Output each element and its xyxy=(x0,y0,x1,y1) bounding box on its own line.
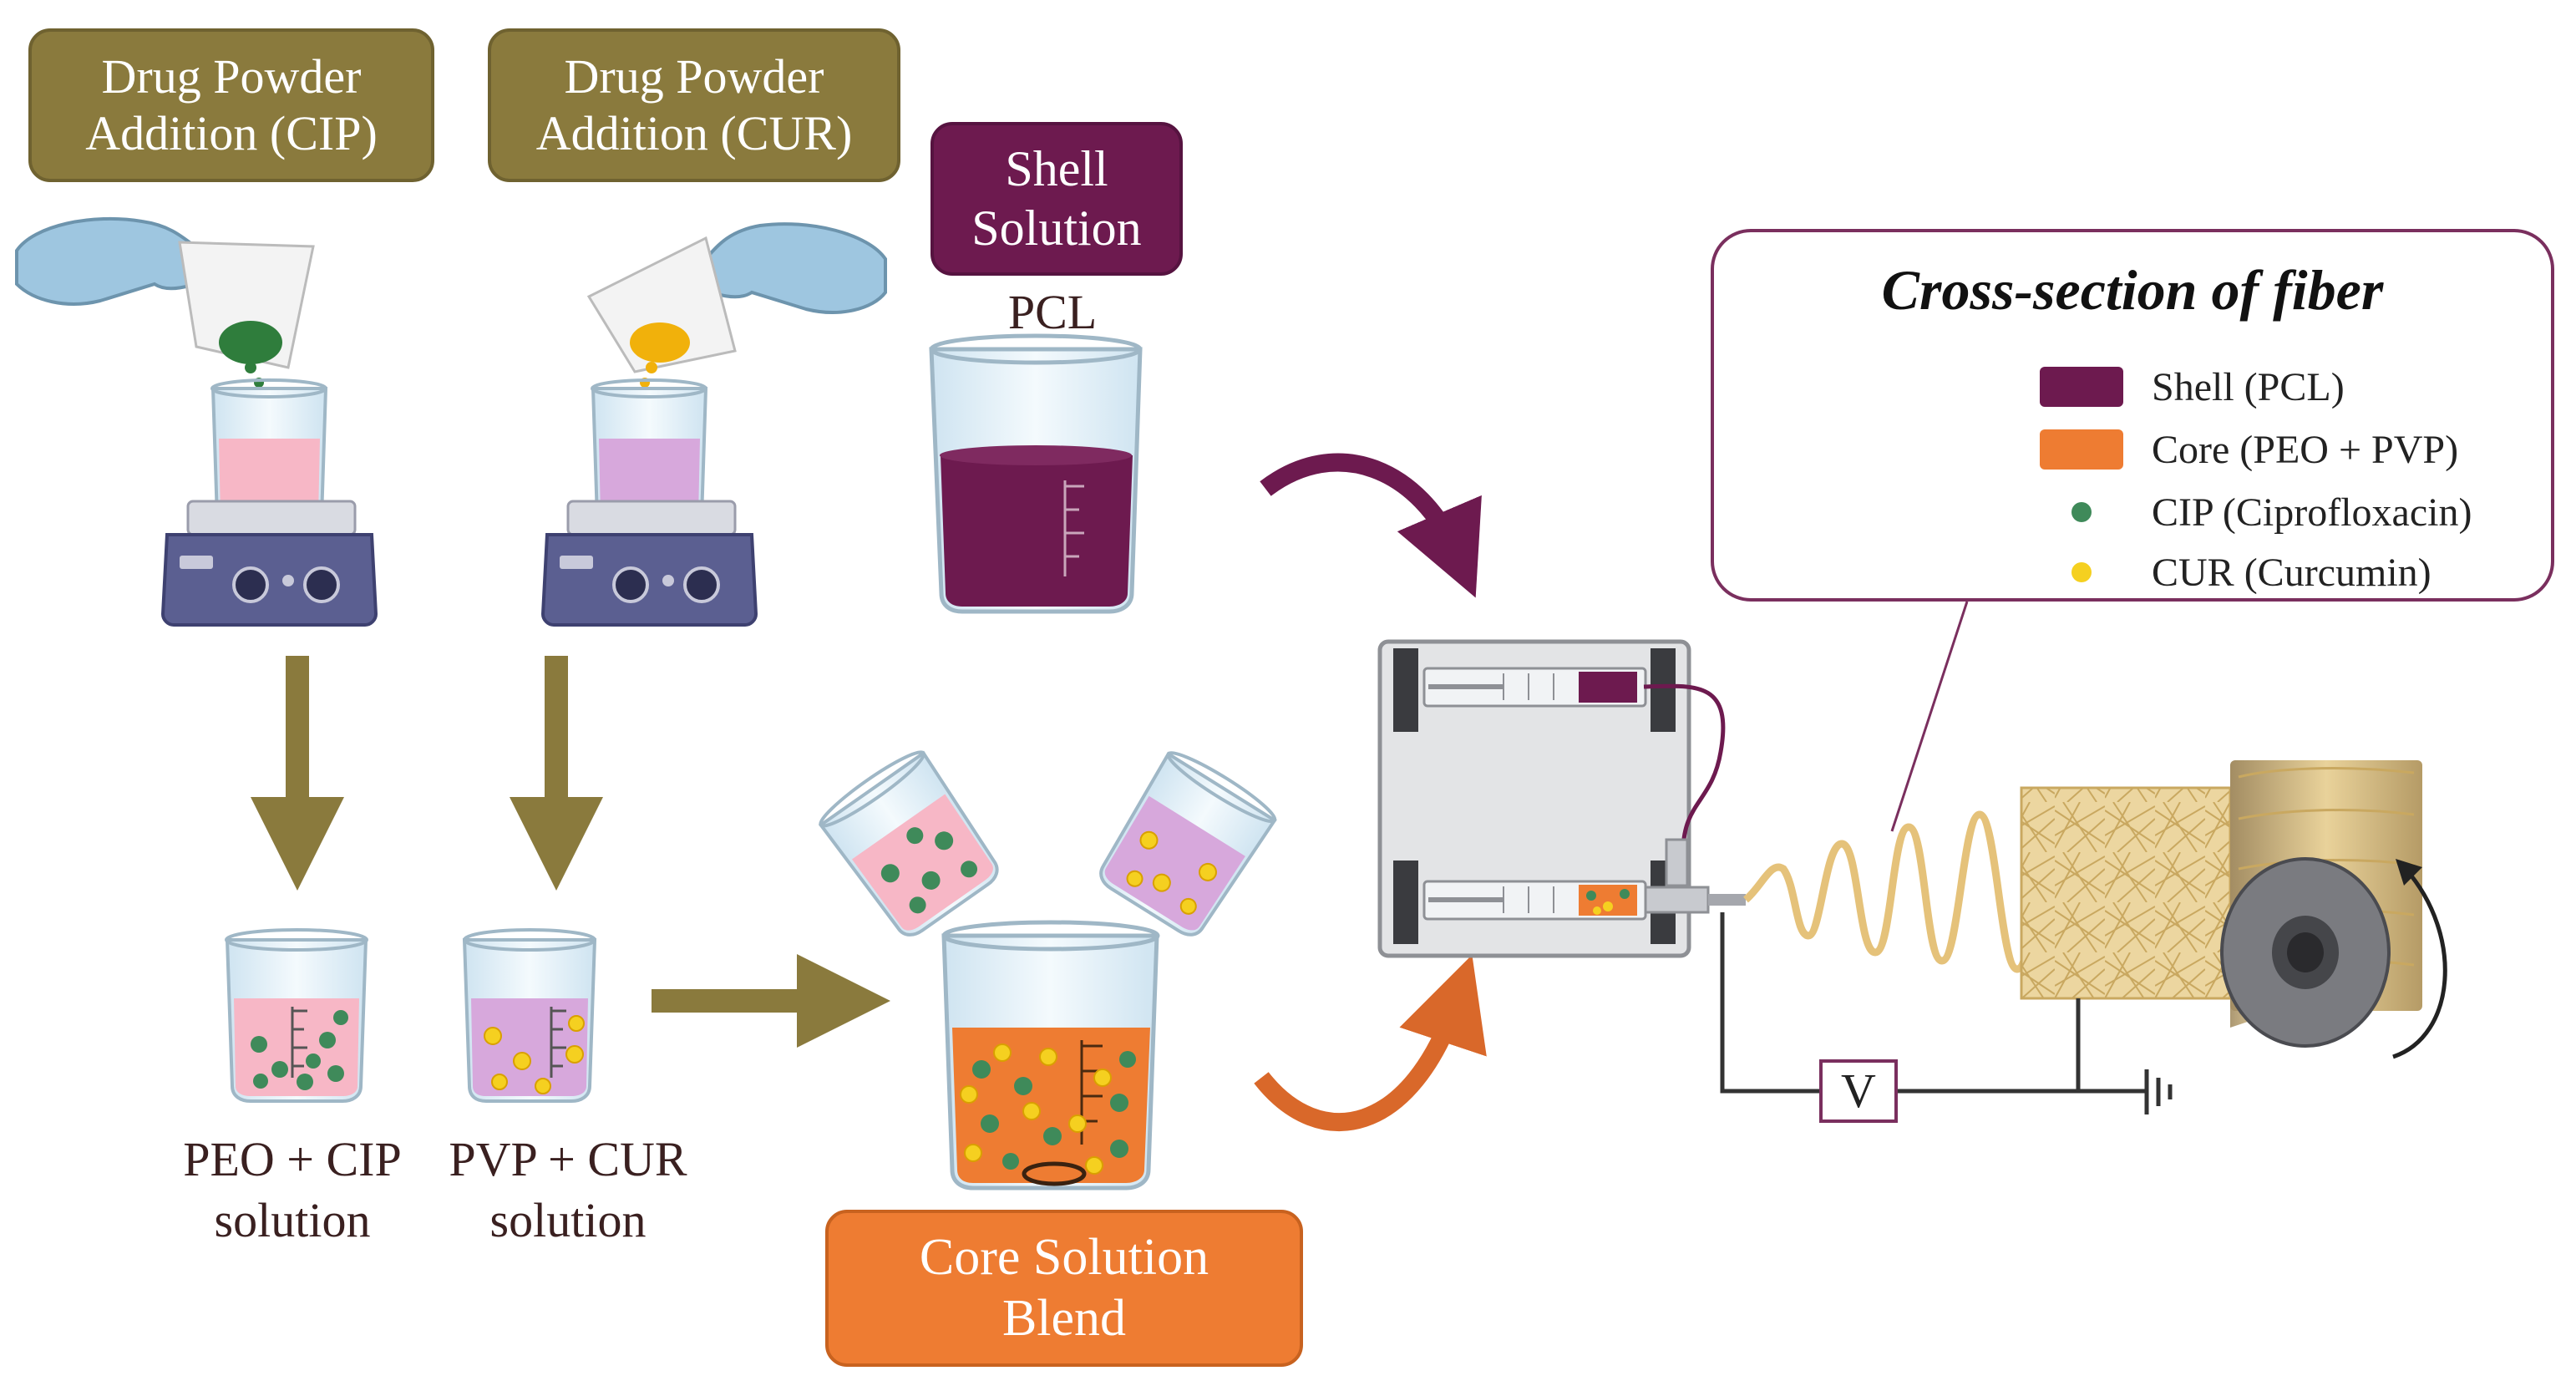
legend-dot-cur xyxy=(2071,562,2092,582)
glove-right-icon xyxy=(586,222,887,373)
legend-swatch-core xyxy=(2040,429,2123,470)
box-core-line2: Blend xyxy=(1001,1290,1127,1347)
legend-label-core: Core (PEO + PVP) xyxy=(2152,427,2459,472)
legend-dot-cip xyxy=(2071,502,2092,522)
box-shell-line1: Shell xyxy=(1005,141,1108,197)
legend-dot-wrap-cip xyxy=(2040,502,2123,522)
hotplate-right-icon xyxy=(540,500,758,627)
cross-section-title: Cross-section of fiber xyxy=(1881,258,2384,322)
voltage-circuit xyxy=(1720,912,2173,1114)
legend-label-cip: CIP (Ciprofloxacin) xyxy=(2152,490,2472,535)
legend-dot-wrap-cur xyxy=(2040,562,2123,582)
box-shell-solution: Shell Solution xyxy=(931,122,1183,276)
legend-item-core: Core (PEO + PVP) xyxy=(2040,420,2458,479)
rotation-arrow-head xyxy=(2396,859,2422,886)
label-pcl: PCL xyxy=(1007,285,1098,339)
box-shell-line2: Solution xyxy=(971,201,1142,256)
legend-label-shell: Shell (PCL) xyxy=(2152,364,2345,409)
arrow-core-to-pump xyxy=(1254,954,1487,1131)
legend-swatch-shell xyxy=(2040,367,2123,407)
hotplate-left-icon xyxy=(160,500,378,627)
legend-item-shell: Shell (PCL) xyxy=(2040,358,2345,416)
cross-section-panel: Cross-section of fiber Shell (PCL) Core … xyxy=(1711,229,2554,602)
label-pvp-cur-line1: PVP + CUR xyxy=(449,1132,687,1186)
beaker-shell-pcl xyxy=(929,333,1143,614)
legend-item-cur: CUR (Curcumin) xyxy=(2040,543,2431,602)
box-cur-line2: Addition (CUR) xyxy=(535,106,853,160)
box-drug-powder-cip: Drug Powder Addition (CIP) xyxy=(28,28,434,182)
legend-item-cip: CIP (Ciprofloxacin) xyxy=(2040,483,2472,541)
cross-section-pointer xyxy=(1890,601,1969,832)
label-voltage: V xyxy=(1841,1064,1876,1118)
glove-left-icon xyxy=(15,216,315,369)
box-core-solution-blend: Core Solution Blend xyxy=(825,1210,1303,1367)
label-peo-cip-line2: solution xyxy=(214,1192,371,1247)
beaker-core-blend xyxy=(941,920,1160,1191)
syringe-pump-icon xyxy=(1377,639,1746,958)
box-drug-powder-cur: Drug Powder Addition (CUR) xyxy=(488,28,900,182)
box-core-line1: Core Solution xyxy=(919,1228,1209,1286)
beaker-peo-cip xyxy=(225,928,368,1103)
beaker-pour-pink xyxy=(818,750,999,937)
legend-label-cur: CUR (Curcumin) xyxy=(2152,550,2431,595)
label-peo-cip-line1: PEO + CIP xyxy=(183,1132,402,1186)
box-cip-line1: Drug Powder xyxy=(101,48,362,104)
rotation-arrow xyxy=(2392,867,2447,1059)
collector-drum-icon xyxy=(2220,760,2422,1048)
beaker-pvp-cur xyxy=(462,928,597,1103)
arrow-shell-to-pump xyxy=(1260,453,1482,598)
label-pvp-cur-solution: PVP + CUR solution xyxy=(426,1130,710,1251)
label-peo-cip-solution: PEO + CIP solution xyxy=(150,1130,434,1251)
box-cur-line1: Drug Powder xyxy=(564,48,824,104)
beaker-pour-lilac xyxy=(1099,751,1277,937)
voltage-source-icon xyxy=(1819,1059,1898,1123)
box-cip-line2: Addition (CIP) xyxy=(85,106,378,160)
label-pvp-cur-line2: solution xyxy=(489,1192,647,1247)
fiber-mat xyxy=(2020,786,2232,1000)
